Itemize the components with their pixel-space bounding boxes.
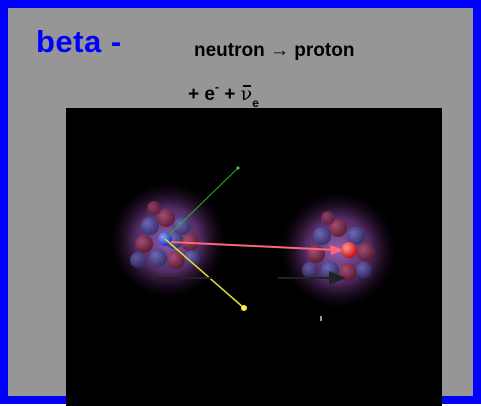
proton-ball: [341, 242, 357, 258]
transition-arrow-head: [330, 245, 344, 255]
antineutrino-subscript: e: [252, 96, 259, 110]
antineutrino-particle: [236, 166, 240, 170]
antineutrino-bar: [242, 85, 252, 87]
proton-label: proton: [294, 40, 355, 61]
reaction-line-1: neutron → proton: [194, 40, 354, 62]
beta-decay-animation: [66, 108, 442, 406]
transition-arrow-line: [170, 241, 337, 251]
electron-charge: -: [214, 80, 219, 94]
antineutrino-nu: ν: [240, 83, 253, 105]
reaction-arrow: →: [270, 40, 289, 61]
antineutrino-track: [164, 167, 239, 240]
neutron-label: neutron: [194, 40, 265, 61]
decay-illustration: [110, 166, 396, 321]
plus-sign: +: [224, 84, 236, 105]
electron-particle: [241, 305, 247, 311]
antineutrino-symbol: ν: [241, 83, 253, 105]
reaction-line-2: + e- + νe: [188, 80, 259, 110]
motion-arrow-head: [329, 271, 346, 285]
slide-title: beta -: [36, 24, 122, 59]
small-marker: [320, 316, 322, 321]
electron-term: + e: [188, 84, 215, 105]
electron-track: [164, 238, 245, 309]
